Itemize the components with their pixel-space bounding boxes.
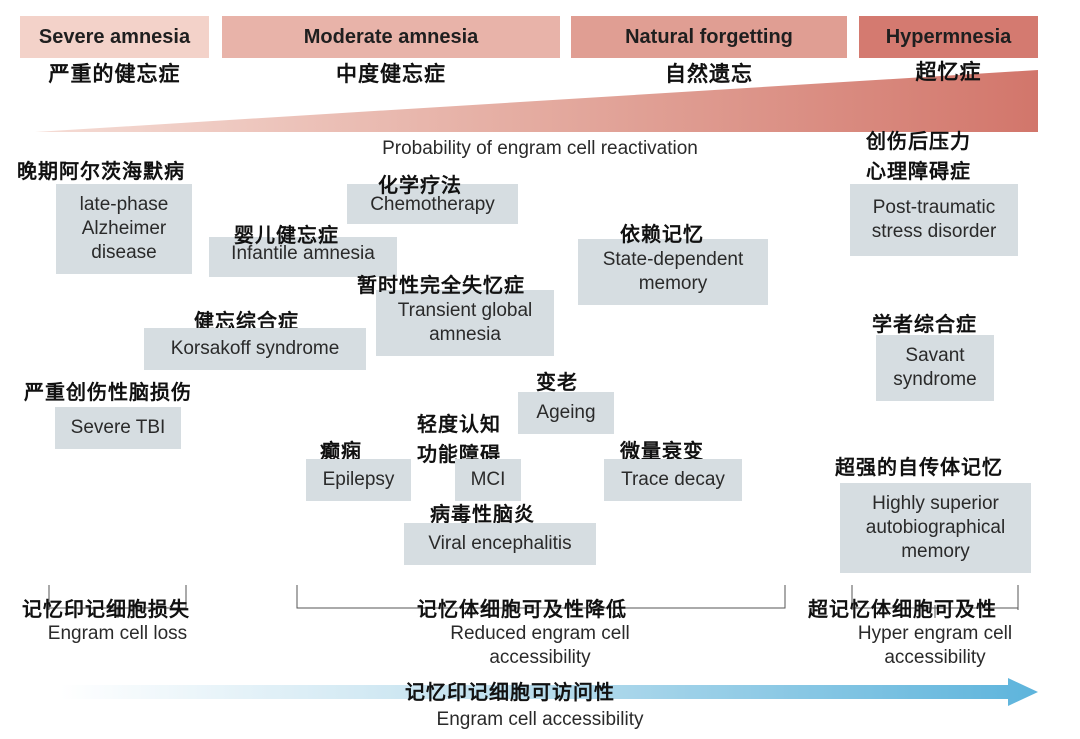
condition-zh-infantile-amnesia: 婴儿健忘症: [234, 223, 339, 247]
condition-ageing: Ageing: [518, 392, 614, 434]
mechanism-line: accessibility: [884, 647, 986, 668]
condition-line: Infantile amnesia: [231, 243, 375, 264]
header-label: Moderate amnesia: [303, 25, 479, 48]
mechanism-zh-loss: 记忆印记细胞损失: [22, 597, 190, 621]
condition-viral-encephalitis: Viral encephalitis: [404, 523, 596, 565]
condition-line: late-phase: [79, 194, 169, 215]
condition-state-dependent-memory: State-dependent memory: [578, 239, 768, 305]
mechanism-zh-reduced: 记忆体细胞可及性降低: [417, 597, 627, 621]
mechanism-line: accessibility: [489, 647, 591, 668]
condition-line: amnesia: [429, 324, 501, 345]
condition-zh-ageing: 变老: [536, 370, 578, 394]
axis-en: Engram cell accessibility: [436, 709, 644, 730]
header-moderate-amnesia: Moderate amnesia: [222, 16, 560, 58]
condition-zh-tbi: 严重创伤性脑损伤: [24, 380, 192, 404]
condition-korsakoff-syndrome: Korsakoff syndrome: [144, 328, 366, 370]
condition-zh-savant: 学者综合症: [872, 312, 977, 336]
header-label: Natural forgetting: [625, 25, 793, 48]
condition-zh-hsam: 超强的自传体记忆: [835, 455, 1003, 479]
mechanism-line: Reduced engram cell: [450, 623, 630, 644]
header-zh-severe: 严重的健忘症: [48, 62, 181, 86]
condition-line: disease: [91, 242, 157, 263]
header-label: Severe amnesia: [38, 25, 191, 48]
header-zh-moderate: 中度健忘症: [336, 62, 446, 86]
axis-zh: 记忆印记细胞可访问性: [405, 680, 615, 704]
mechanism-bracket: [48, 585, 1019, 618]
condition-line: Trace decay: [621, 469, 725, 490]
condition-line: Viral encephalitis: [428, 533, 572, 554]
condition-line: syndrome: [893, 369, 977, 390]
condition-line: memory: [638, 273, 708, 294]
condition-zh-viral: 病毒性脑炎: [430, 502, 535, 526]
mechanism-line: Hyper engram cell: [857, 623, 1013, 644]
mechanism-line: Engram cell loss: [47, 623, 188, 644]
mechanism-en-hyper: Hyper engram cell accessibility: [820, 622, 1050, 670]
condition-line: MCI: [470, 469, 506, 490]
condition-zh-state-dependent-memory: 依赖记忆: [620, 222, 704, 246]
condition-line: Ageing: [536, 402, 596, 423]
condition-line: Highly superior: [872, 493, 999, 514]
accessibility-arrow: [30, 678, 1038, 706]
header-severe-amnesia: Severe amnesia: [20, 16, 209, 58]
condition-trace-decay: Trace decay: [604, 459, 742, 501]
condition-line: Korsakoff syndrome: [170, 338, 340, 359]
condition-line: Post-traumatic: [872, 197, 996, 218]
condition-line: Severe TBI: [70, 417, 166, 438]
condition-zh-ptsd-1: 创伤后压力: [866, 129, 971, 153]
condition-zh-mci-1: 轻度认知: [417, 412, 501, 436]
condition-line: Savant: [905, 345, 965, 366]
condition-line: Chemotherapy: [370, 194, 495, 215]
condition-zh-ptsd-2: 心理障碍症: [866, 159, 971, 183]
condition-infantile-amnesia: Infantile amnesia: [209, 237, 397, 277]
condition-alzheimer: late-phase Alzheimer disease: [56, 184, 192, 274]
wedge-label: Probability of engram cell reactivation: [382, 138, 698, 159]
condition-line: Alzheimer: [81, 218, 167, 239]
reactivation-wedge: [35, 70, 1038, 132]
condition-epilepsy: Epilepsy: [306, 459, 411, 501]
header-label: Hypermnesia: [885, 25, 1012, 48]
header-zh-hyper: 超忆症: [915, 60, 982, 84]
mechanism-en-loss: Engram cell loss: [20, 622, 215, 646]
condition-savant-syndrome: Savant syndrome: [876, 335, 994, 401]
condition-line: stress disorder: [871, 221, 997, 242]
header-zh-natural: 自然遗忘: [665, 62, 753, 86]
mechanism-en-reduced: Reduced engram cell accessibility: [400, 622, 680, 670]
condition-zh-transient-global-amnesia: 暂时性完全失忆症: [357, 273, 525, 297]
condition-hsam: Highly superior autobiographical memory: [840, 483, 1031, 573]
condition-zh-chemotherapy: 化学疗法: [378, 173, 462, 197]
condition-chemotherapy: Chemotherapy: [347, 184, 518, 224]
condition-transient-global-amnesia: Transient global amnesia: [376, 290, 554, 356]
mechanism-zh-hyper: 超记忆体细胞可及性: [808, 597, 997, 621]
condition-ptsd: Post-traumatic stress disorder: [850, 184, 1018, 256]
condition-line: memory: [901, 541, 970, 562]
condition-line: State-dependent: [602, 249, 744, 270]
condition-mci: MCI: [455, 459, 521, 501]
condition-line: autobiographical: [865, 517, 1006, 538]
condition-line: Epilepsy: [322, 469, 395, 490]
condition-line: Transient global: [397, 300, 533, 321]
header-hypermnesia: Hypermnesia: [859, 16, 1038, 58]
condition-zh-alzheimer: 晚期阿尔茨海默病: [17, 159, 185, 183]
header-natural-forgetting: Natural forgetting: [571, 16, 847, 58]
condition-severe-tbi: Severe TBI: [55, 407, 181, 449]
